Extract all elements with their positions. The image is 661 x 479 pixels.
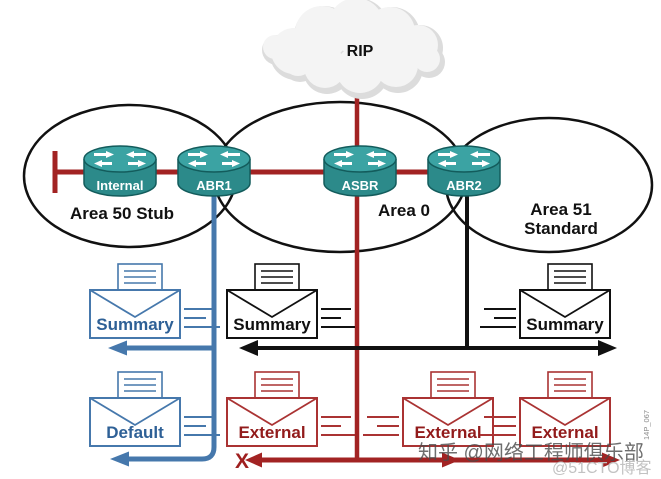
blue-lsa-flow	[108, 196, 217, 467]
router-abr1-icon: ABR1	[177, 145, 251, 197]
watermark-zhihu: 知乎 @网络工程师俱乐部	[418, 441, 644, 464]
envelope-label: Summary	[233, 315, 311, 334]
rip-label: RIP	[347, 43, 374, 60]
envelope-label: Summary	[96, 315, 174, 334]
area-51-label-line2: Standard	[524, 219, 598, 238]
blue-summary-arrowhead	[108, 340, 127, 356]
envelope-summary-backbone: Summary	[226, 263, 355, 339]
router-abr2-label: ABR2	[446, 178, 481, 193]
router-abr2-icon: ABR2	[427, 145, 501, 197]
black-lsa-flow	[239, 196, 617, 356]
router-asbr-label: ASBR	[342, 178, 379, 193]
envelope-label: External	[414, 423, 481, 442]
red-right-arrowhead	[602, 452, 620, 468]
router-internal-label: Internal	[97, 178, 144, 193]
envelope-external-mid: External	[363, 371, 494, 447]
router-abr1-label: ABR1	[196, 178, 231, 193]
red-mid-arrowhead	[442, 452, 460, 468]
router-asbr-icon: ASBR	[323, 145, 397, 197]
red-lsa-flow: X	[235, 450, 620, 473]
blue-default-arrowhead	[110, 451, 129, 467]
envelope-label: External	[238, 423, 305, 442]
envelope-label: External	[531, 423, 598, 442]
blocked-x-marker: X	[235, 450, 249, 473]
envelope-label: Summary	[526, 315, 604, 334]
router-internal-icon: Internal	[83, 145, 157, 197]
area-51-label-line1: Area 51	[530, 200, 591, 219]
area-0-label: Area 0	[378, 201, 430, 220]
black-left-arrowhead	[239, 340, 258, 356]
figure-code: 14P_067	[642, 410, 651, 440]
black-right-arrowhead	[598, 340, 617, 356]
rip-cloud-icon: RIP	[262, 0, 445, 99]
red-left-arrowhead	[245, 452, 262, 468]
area-50-label: Area 50 Stub	[70, 204, 174, 223]
envelope-external-backbone: External	[226, 371, 355, 447]
envelope-label: Default	[106, 423, 164, 442]
envelope-summary-standard: Summary	[480, 263, 611, 339]
envelope-default-stub: Default	[89, 371, 220, 447]
envelope-summary-stub: Summary	[89, 263, 220, 339]
envelope-external-standard: External	[480, 371, 611, 447]
watermark-51cto: @51CTO博客	[552, 459, 652, 477]
